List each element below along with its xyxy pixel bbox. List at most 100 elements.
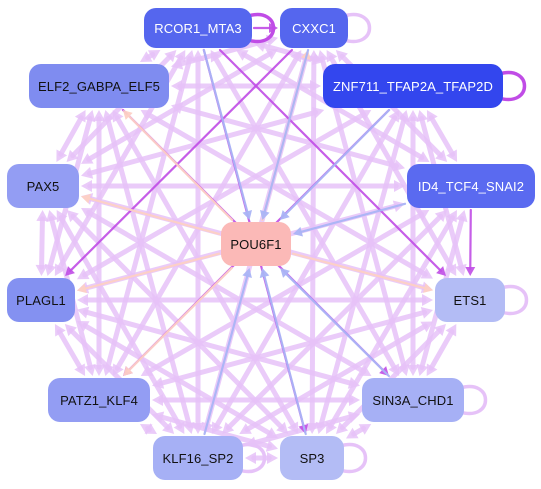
node-label: PAX5 bbox=[26, 178, 60, 194]
arrowhead-sp3-patz1 bbox=[152, 411, 165, 424]
arrowhead-ets1-sin3a bbox=[426, 363, 438, 376]
node-ets1[interactable]: ETS1 bbox=[435, 278, 505, 322]
node-plagl1[interactable]: PLAGL1 bbox=[7, 278, 75, 322]
arrowhead-patz1-elf2 bbox=[92, 110, 106, 121]
arrowhead-pou6f1-ets1 bbox=[423, 283, 433, 293]
edge-pou6f1-ets1 bbox=[291, 252, 428, 290]
arrowhead-plagl1-elf2 bbox=[83, 110, 96, 123]
node-znf711[interactable]: ZNF711_TFAP2A_TFAP2D bbox=[323, 64, 503, 108]
arrowhead-klf16-plagl1 bbox=[64, 324, 77, 337]
edge-elf2-ets1 bbox=[145, 111, 428, 277]
arrowhead-plagl1-klf16 bbox=[162, 421, 175, 434]
arrowhead-pou6f1-elf2 bbox=[122, 110, 133, 120]
arrowhead-znf711-ets1 bbox=[454, 263, 467, 276]
arrowhead-id4-elf2 bbox=[171, 102, 184, 115]
arrowhead-znf711-pax5 bbox=[81, 167, 94, 179]
arrowhead-pou6f1-plagl1 bbox=[77, 283, 87, 294]
arrowhead-elf2-pax5 bbox=[56, 149, 68, 162]
node-label: SIN3A_CHD1 bbox=[372, 392, 454, 408]
node-label: PLAGL1 bbox=[16, 292, 66, 308]
edge-id4-pou6f1 bbox=[298, 202, 407, 234]
node-id4[interactable]: ID4_TCF4_SNAI2 bbox=[407, 164, 535, 208]
edge-layer bbox=[35, 23, 476, 465]
arrowhead-sp3-cxxc1 bbox=[307, 50, 320, 62]
self-loop-rcor1 bbox=[247, 12, 276, 44]
arrowhead-rcor1-elf2 bbox=[139, 51, 153, 62]
arrowhead-sin3a-pax5 bbox=[81, 207, 94, 219]
arrowhead-ets1-sp3 bbox=[336, 421, 349, 434]
node-pou6f1[interactable]: POU6F1 bbox=[221, 222, 291, 266]
edge-pou6f1-plagl1 bbox=[82, 252, 221, 290]
arrowhead-cxxc1-pou6f1 bbox=[259, 210, 270, 220]
edge-cxxc1-pou6f1 bbox=[263, 48, 310, 215]
edge-znf711-id4 bbox=[428, 115, 456, 157]
arrowhead-klf16-pou6f1 bbox=[242, 268, 252, 278]
arrowhead-pax5-plagl1 bbox=[35, 264, 48, 276]
arrowhead-znf711-sin3a bbox=[406, 365, 420, 376]
arrowhead-pax5-sp3 bbox=[276, 421, 289, 434]
node-sin3a[interactable]: SIN3A_CHD1 bbox=[362, 378, 464, 422]
node-elf2[interactable]: ELF2_GABPA_ELF5 bbox=[29, 64, 169, 108]
arrowhead-pou6f1-pax5 bbox=[81, 193, 91, 204]
arrowhead-znf711-plagl1 bbox=[77, 268, 90, 280]
arrowhead-elf2-id4 bbox=[392, 159, 405, 172]
arrowhead-elf2-znf711 bbox=[310, 79, 321, 93]
node-pax5[interactable]: PAX5 bbox=[7, 164, 79, 208]
arrowhead-patz1-ets1 bbox=[420, 306, 433, 319]
arrowhead-patz1-cxxc1 bbox=[290, 50, 302, 63]
edge-pou6f1-elf2 bbox=[126, 114, 234, 222]
node-label: RCOR1_MTA3 bbox=[154, 20, 242, 36]
arrowhead-sin3a-pou6f1 bbox=[280, 268, 291, 278]
node-label: KLF16_SP2 bbox=[162, 450, 234, 466]
arrowhead-id4-sin3a bbox=[416, 363, 429, 376]
node-label: ID4_TCF4_SNAI2 bbox=[417, 178, 525, 194]
arrowhead-cxxc1-elf2 bbox=[171, 57, 184, 70]
node-cxxc1[interactable]: CXXC1 bbox=[280, 8, 348, 48]
node-klf16[interactable]: KLF16_SP2 bbox=[153, 436, 243, 480]
node-rcor1[interactable]: RCOR1_MTA3 bbox=[144, 8, 252, 48]
arrowhead-pax5-cxxc1 bbox=[265, 48, 278, 60]
edge-znf711-pou6f1 bbox=[283, 108, 391, 216]
edge-plagl1-sin3a bbox=[82, 309, 355, 386]
arrowhead-sin3a-ets1 bbox=[445, 324, 457, 337]
edge-id4-ets1 bbox=[469, 208, 472, 270]
edge-rcor1-sin3a bbox=[212, 55, 398, 371]
edge-cxxc1-elf2 bbox=[176, 37, 273, 67]
node-patz1[interactable]: PATZ1_KLF4 bbox=[48, 378, 150, 422]
node-label: ELF2_GABPA_ELF5 bbox=[38, 78, 160, 94]
edge-znf711-pax5 bbox=[86, 109, 319, 176]
edge-sp3-pou6f1 bbox=[263, 273, 307, 436]
arrowhead-pax5-patz1 bbox=[84, 363, 96, 376]
arrowhead-cxxc1-pax5 bbox=[81, 153, 94, 164]
self-loop-ets1 bbox=[500, 284, 529, 316]
arrowhead-ets1-klf16 bbox=[239, 423, 252, 434]
arrowhead-klf16-pax5 bbox=[56, 210, 68, 223]
arrowhead-rcor1-plagl1 bbox=[54, 263, 66, 276]
arrowhead-pax5-rcor1 bbox=[164, 50, 177, 63]
edge-ets1-patz1 bbox=[157, 309, 428, 386]
arrowhead-klf16-znf711 bbox=[388, 110, 400, 123]
edge-znf711-plagl1 bbox=[82, 111, 367, 278]
arrowhead-id4-znf711 bbox=[426, 110, 438, 123]
arrowhead-sp3-klf16 bbox=[245, 451, 256, 465]
node-label: POU6F1 bbox=[230, 236, 282, 252]
arrowhead-plagl1-pax5 bbox=[36, 210, 49, 222]
arrowhead-id4-pax5 bbox=[81, 179, 92, 193]
edge-elf2-sp3 bbox=[114, 115, 297, 429]
node-label: ETS1 bbox=[453, 292, 487, 308]
arrowhead-patz1-plagl1 bbox=[54, 324, 66, 337]
arrowhead-id4-klf16 bbox=[222, 421, 235, 434]
edge-cxxc1-sp3 bbox=[309, 56, 317, 428]
self-loop-layer bbox=[238, 12, 529, 474]
node-sp3[interactable]: SP3 bbox=[280, 436, 344, 480]
arrowhead-rcor1-pou6f1 bbox=[242, 210, 253, 220]
arrowhead-klf16-sin3a bbox=[347, 411, 360, 424]
arrowhead-patz1-pax5 bbox=[46, 210, 58, 223]
edge-klf16-pou6f1 bbox=[203, 273, 249, 436]
arrowhead-sp3-id4 bbox=[446, 210, 457, 223]
arrowhead-rcor1-pax5 bbox=[66, 149, 79, 162]
arrowhead-klf16-elf2 bbox=[102, 110, 115, 123]
arrowhead-id4-pou6f1 bbox=[293, 226, 303, 237]
self-loop-klf16 bbox=[238, 442, 267, 474]
arrowhead-pax5-id4 bbox=[394, 179, 405, 193]
